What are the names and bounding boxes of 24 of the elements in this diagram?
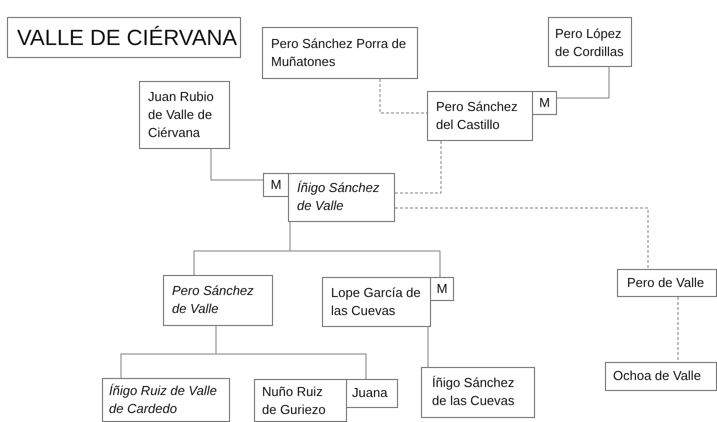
connector-line <box>290 222 440 278</box>
connector-line <box>216 326 366 380</box>
dashed-connector <box>394 140 442 194</box>
title-box: VALLE DE CIÉRVANA <box>7 17 241 58</box>
person-box: Íñigo Sánchez de Valle <box>288 173 395 222</box>
person-box: Lope García de las Cuevas <box>322 277 431 327</box>
person-box: Nuño Ruiz de Guriezo <box>254 379 347 422</box>
person-box: Íñigo Ruiz de Valle de Cardedo <box>102 378 230 422</box>
connector-line <box>210 148 264 180</box>
connector-line <box>556 66 610 98</box>
person-box: Pero Sánchez del Castillo <box>427 91 533 141</box>
person-box: Íñigo Sánchez de las Cuevas <box>421 367 535 418</box>
person-box: Pero López de Cordillas <box>548 17 632 67</box>
dashed-connector <box>394 208 648 270</box>
dashed-connector <box>380 78 428 114</box>
person-box: Pero Sánchez de Valle <box>163 275 273 326</box>
spouse-box: Juana <box>346 379 398 408</box>
person-box: Pero de Valle <box>617 269 717 297</box>
person-box: Pero Sánchez Porra de Muñatones <box>262 27 418 79</box>
marriage-marker: M <box>430 277 454 301</box>
person-box: Ochoa de Valle <box>605 362 717 391</box>
marriage-marker: M <box>263 173 289 197</box>
marriage-marker: M <box>532 91 557 115</box>
person-box: Juan Rubio de Valle de Ciérvana <box>139 81 230 149</box>
